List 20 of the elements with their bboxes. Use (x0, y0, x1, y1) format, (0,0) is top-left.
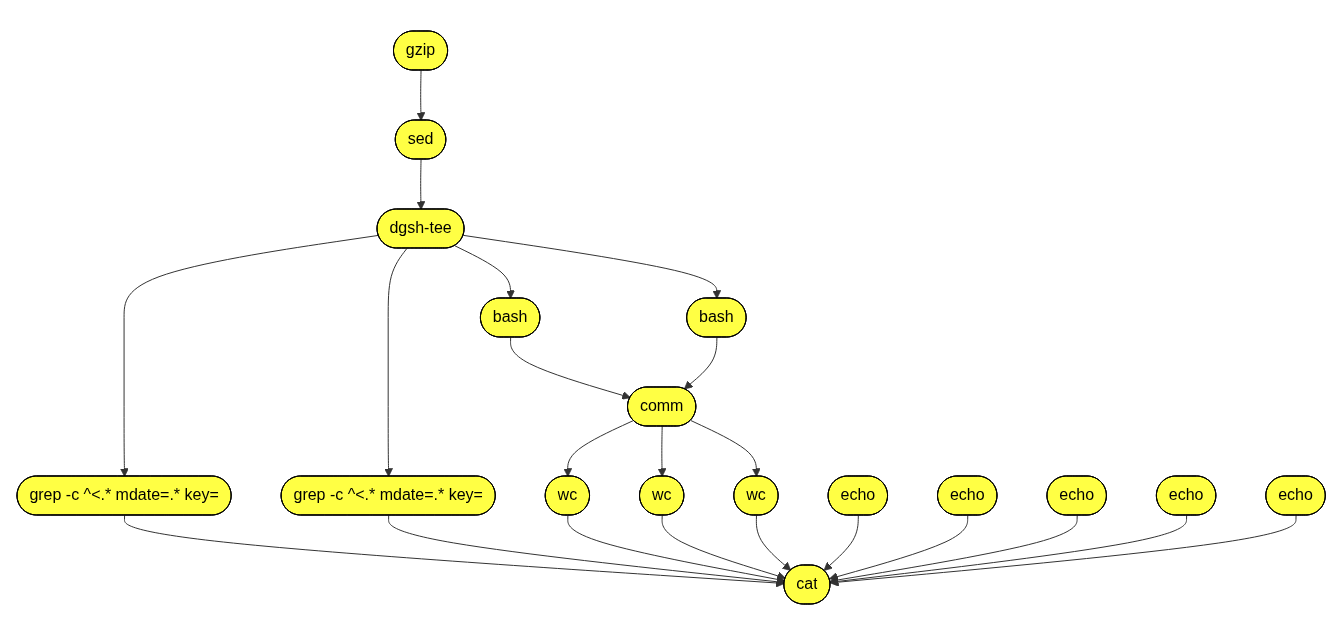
arrow (690, 420, 762, 477)
arrow (120, 234, 380, 477)
arrow (416, 70, 426, 121)
arrow (510, 337, 632, 400)
arrow (463, 234, 722, 299)
arrow (830, 515, 1297, 587)
arrow (563, 420, 635, 477)
arrow (823, 515, 860, 571)
arrow (124, 515, 786, 588)
arrow (661, 515, 787, 581)
arrow (567, 515, 786, 584)
arrow (830, 515, 1188, 586)
arrow (384, 248, 408, 477)
arrow (416, 159, 426, 210)
arrow (658, 426, 667, 477)
arrow (829, 515, 969, 581)
arrow (684, 337, 718, 390)
arrow (756, 515, 792, 571)
arrow (388, 515, 786, 587)
arrow (454, 245, 516, 299)
